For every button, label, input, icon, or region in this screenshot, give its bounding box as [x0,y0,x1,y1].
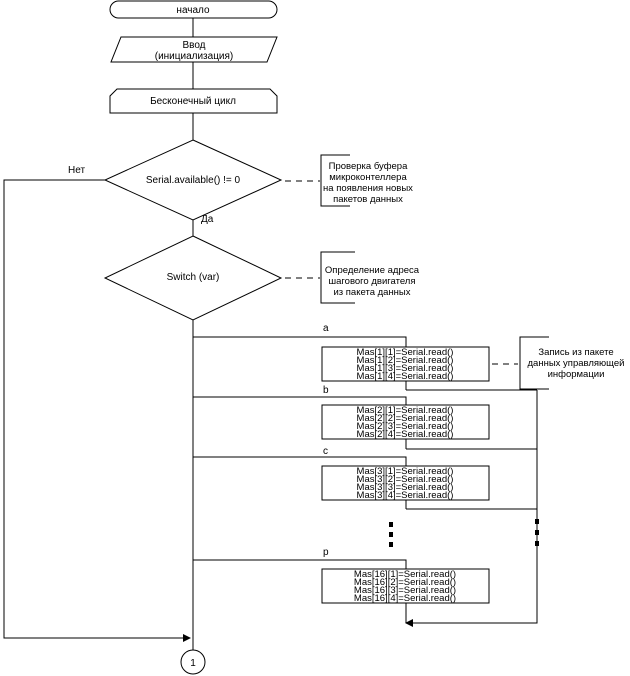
svg-text:Mas[3][1]=Serial.read(): Mas[3][1]=Serial.read() [357,466,454,477]
svg-text:Mas[3][4]=Serial.read(): Mas[3][4]=Serial.read() [357,490,454,501]
svg-text:информации: информации [548,369,605,380]
yes-label: Да [201,214,214,225]
case-label: p [323,547,329,558]
svg-text:Mas[16][3]=Serial.read(): Mas[16][3]=Serial.read() [354,585,456,596]
case-block [321,346,490,382]
case-b: b Mas[2][1]=Serial.read() Mas[2][2]=Seri… [193,385,490,449]
note-address-text: Определение адреса шагового двигателя из… [325,265,420,298]
svg-text:Mas[2][1]=Serial.read(): Mas[2][1]=Serial.read() [357,405,454,416]
case-label: a [323,323,329,334]
no-branch-line [3,179,191,642]
condition-diamond: Serial.available() != 0 [103,139,283,221]
case-label: b [323,385,329,396]
start-terminator: начало [109,0,278,19]
svg-text:Определение адреса: Определение адреса [325,265,420,276]
svg-text:Mas[2][4]=Serial.read(): Mas[2][4]=Serial.read() [357,429,454,440]
input-label-line2: (инициализация) [155,51,234,62]
svg-text:Проверка буфера: Проверка буфера [329,161,408,172]
return-line [405,390,538,627]
case-block [321,465,490,501]
svg-text:пакетов данных: пакетов данных [333,194,403,205]
svg-text:данных управляющей: данных управляющей [528,358,625,369]
loop-block: Бесконечный цикл [109,88,278,114]
svg-text:из пакета данных: из пакета данных [333,287,410,298]
case-block [321,568,490,604]
note-buffer-text: Проверка буфера микроконтеллера на появл… [323,161,413,205]
loop-label: Бесконечный цикл [150,96,236,107]
connector-circle: 1 [180,649,206,675]
svg-text:Mas[16][4]=Serial.read(): Mas[16][4]=Serial.read() [354,593,456,604]
condition-label: Serial.available() != 0 [146,175,241,186]
case-c: c Mas[3][1]=Serial.read() Mas[3][2]=Seri… [193,446,490,509]
switch-label: Switch (var) [167,272,220,283]
svg-text:Mas[3][2]=Serial.read(): Mas[3][2]=Serial.read() [357,474,454,485]
svg-text:Mas[3][3]=Serial.read(): Mas[3][3]=Serial.read() [357,482,454,493]
svg-text:шагового двигателя: шагового двигателя [329,276,416,287]
svg-text:Запись из пакете: Запись из пакете [538,347,613,358]
svg-text:Mas[16][1]=Serial.read(): Mas[16][1]=Serial.read() [354,569,456,580]
case-block [321,404,490,440]
svg-text:на появления новых: на появления новых [323,183,413,194]
input-label-line1: Ввод [182,40,205,51]
svg-text:Mas[2][2]=Serial.read(): Mas[2][2]=Serial.read() [357,413,454,424]
continuation-dots [389,522,393,547]
note-bracket [519,336,549,390]
note-write-text: Запись из пакете данных управляющей инфо… [528,347,625,380]
svg-text:Mas[1][1]=Serial.read(): Mas[1][1]=Serial.read() [357,347,454,358]
note-bracket [320,251,355,304]
start-label: начало [176,5,210,16]
svg-text:Mas[1][4]=Serial.read(): Mas[1][4]=Serial.read() [357,371,454,382]
continuation-dots [535,519,539,546]
no-label: Нет [68,165,85,176]
switch-diamond: Switch (var) [103,235,283,321]
input-block: Ввод (инициализация) [110,36,278,63]
svg-text:Mas[1][3]=Serial.read(): Mas[1][3]=Serial.read() [357,363,454,374]
case-p: p Mas[16][1]=Serial.read() Mas[16][2]=Se… [193,547,490,623]
connector-label: 1 [190,658,196,669]
svg-text:Mas[2][3]=Serial.read(): Mas[2][3]=Serial.read() [357,421,454,432]
svg-text:микроконтеллера: микроконтеллера [329,172,407,183]
svg-text:Mas[1][2]=Serial.read(): Mas[1][2]=Serial.read() [357,355,454,366]
case-a: a Mas[1][1]=Serial.read() Mas[1][2]=Seri… [193,323,490,390]
note-bracket [320,154,350,207]
case-label: c [323,446,328,457]
svg-text:Mas[16][2]=Serial.read(): Mas[16][2]=Serial.read() [354,577,456,588]
